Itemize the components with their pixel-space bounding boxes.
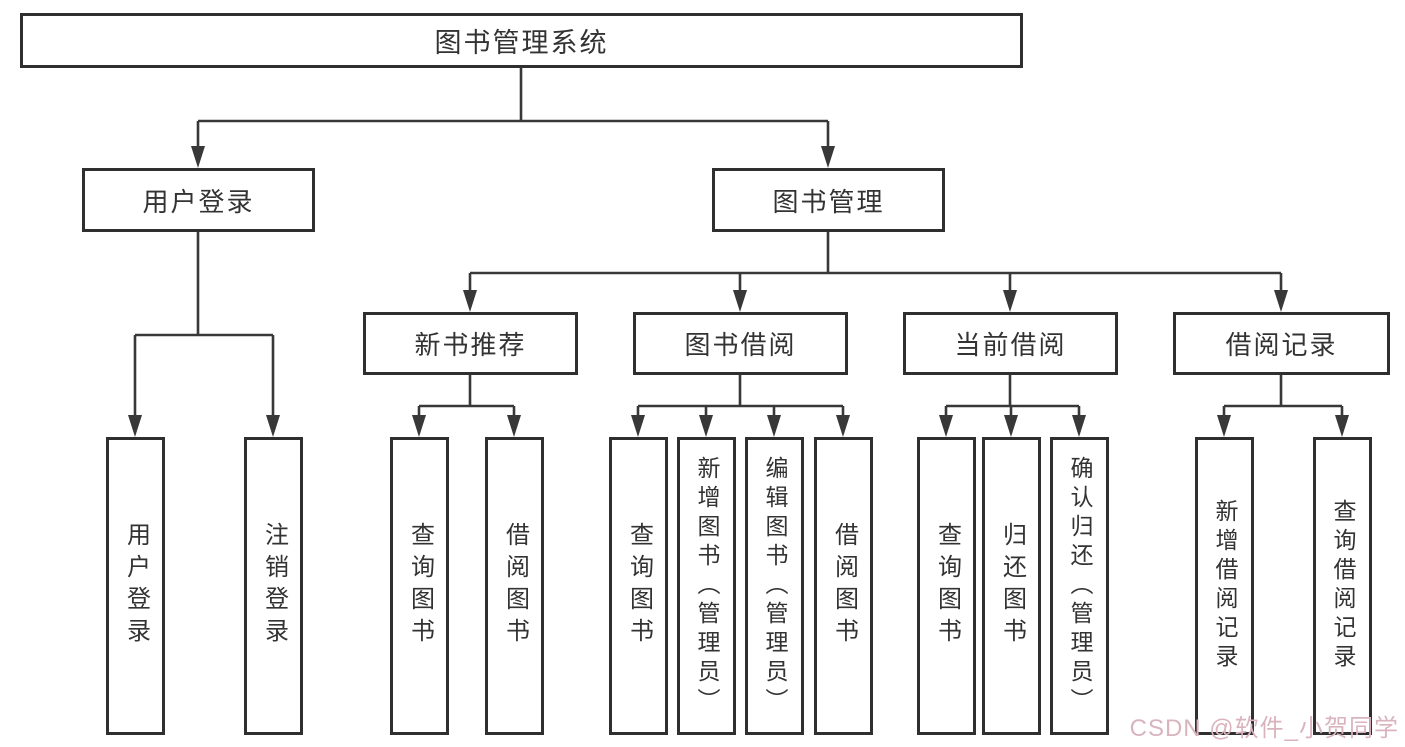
- node-book-borrowing: 图书借阅: [633, 312, 848, 375]
- node-user-login: 用户登录: [82, 168, 315, 232]
- leaf-recommend-borrow-book: 借阅图书: [485, 437, 544, 735]
- leaf-recommend-query-book-label: 查询图书: [406, 522, 434, 650]
- leaf-current-query-book: 查询图书: [917, 437, 976, 735]
- node-borrowing-records: 借阅记录: [1173, 312, 1390, 375]
- node-new-book-recommend: 新书推荐: [363, 312, 578, 375]
- leaf-add-borrow-record-label: 新增借阅记录: [1212, 499, 1238, 673]
- node-book-management-label: 图书管理: [772, 186, 885, 217]
- leaf-return-book-label: 归还图书: [998, 522, 1026, 650]
- leaf-edit-book-admin: 编辑图书（管理员）: [745, 437, 804, 735]
- node-book-management: 图书管理: [712, 168, 945, 232]
- leaf-recommend-borrow-book-label: 借阅图书: [501, 522, 529, 650]
- leaf-user-login-label: 用户登录: [122, 522, 150, 650]
- leaf-logout-label: 注销登录: [260, 522, 288, 650]
- node-current-borrowing: 当前借阅: [903, 312, 1118, 375]
- leaf-add-borrow-record: 新增借阅记录: [1195, 437, 1254, 735]
- leaf-return-book: 归还图书: [982, 437, 1041, 735]
- csdn-watermark: CSDN @软件_小贺同学: [1129, 715, 1399, 742]
- leaf-borrow-query-book: 查询图书: [609, 437, 668, 735]
- leaf-confirm-return-admin: 确认归还（管理员）: [1050, 437, 1109, 735]
- node-root-label: 图书管理系统: [434, 28, 609, 58]
- leaf-logout: 注销登录: [244, 437, 303, 735]
- leaf-query-borrow-record-label: 查询借阅记录: [1330, 499, 1356, 673]
- leaf-user-login: 用户登录: [106, 437, 165, 735]
- leaf-borrow-query-book-label: 查询图书: [625, 522, 653, 650]
- leaf-edit-book-admin-label: 编辑图书（管理员）: [762, 455, 788, 717]
- leaf-add-book-admin-label: 新增图书（管理员）: [694, 455, 720, 717]
- leaf-query-borrow-record: 查询借阅记录: [1313, 437, 1372, 735]
- leaf-confirm-return-admin-label: 确认归还（管理员）: [1067, 455, 1093, 717]
- node-new-book-recommend-label: 新书推荐: [414, 330, 527, 360]
- node-book-borrowing-label: 图书借阅: [684, 330, 797, 360]
- node-current-borrowing-label: 当前借阅: [954, 330, 1067, 360]
- leaf-borrow-book: 借阅图书: [814, 437, 873, 735]
- leaf-add-book-admin: 新增图书（管理员）: [677, 437, 736, 735]
- leaf-borrow-book-label: 借阅图书: [830, 522, 858, 650]
- leaf-current-query-book-label: 查询图书: [933, 522, 961, 650]
- node-borrowing-records-label: 借阅记录: [1225, 330, 1338, 360]
- node-user-login-label: 用户登录: [142, 186, 255, 217]
- leaf-recommend-query-book: 查询图书: [390, 437, 449, 735]
- node-root-system: 图书管理系统: [20, 13, 1023, 68]
